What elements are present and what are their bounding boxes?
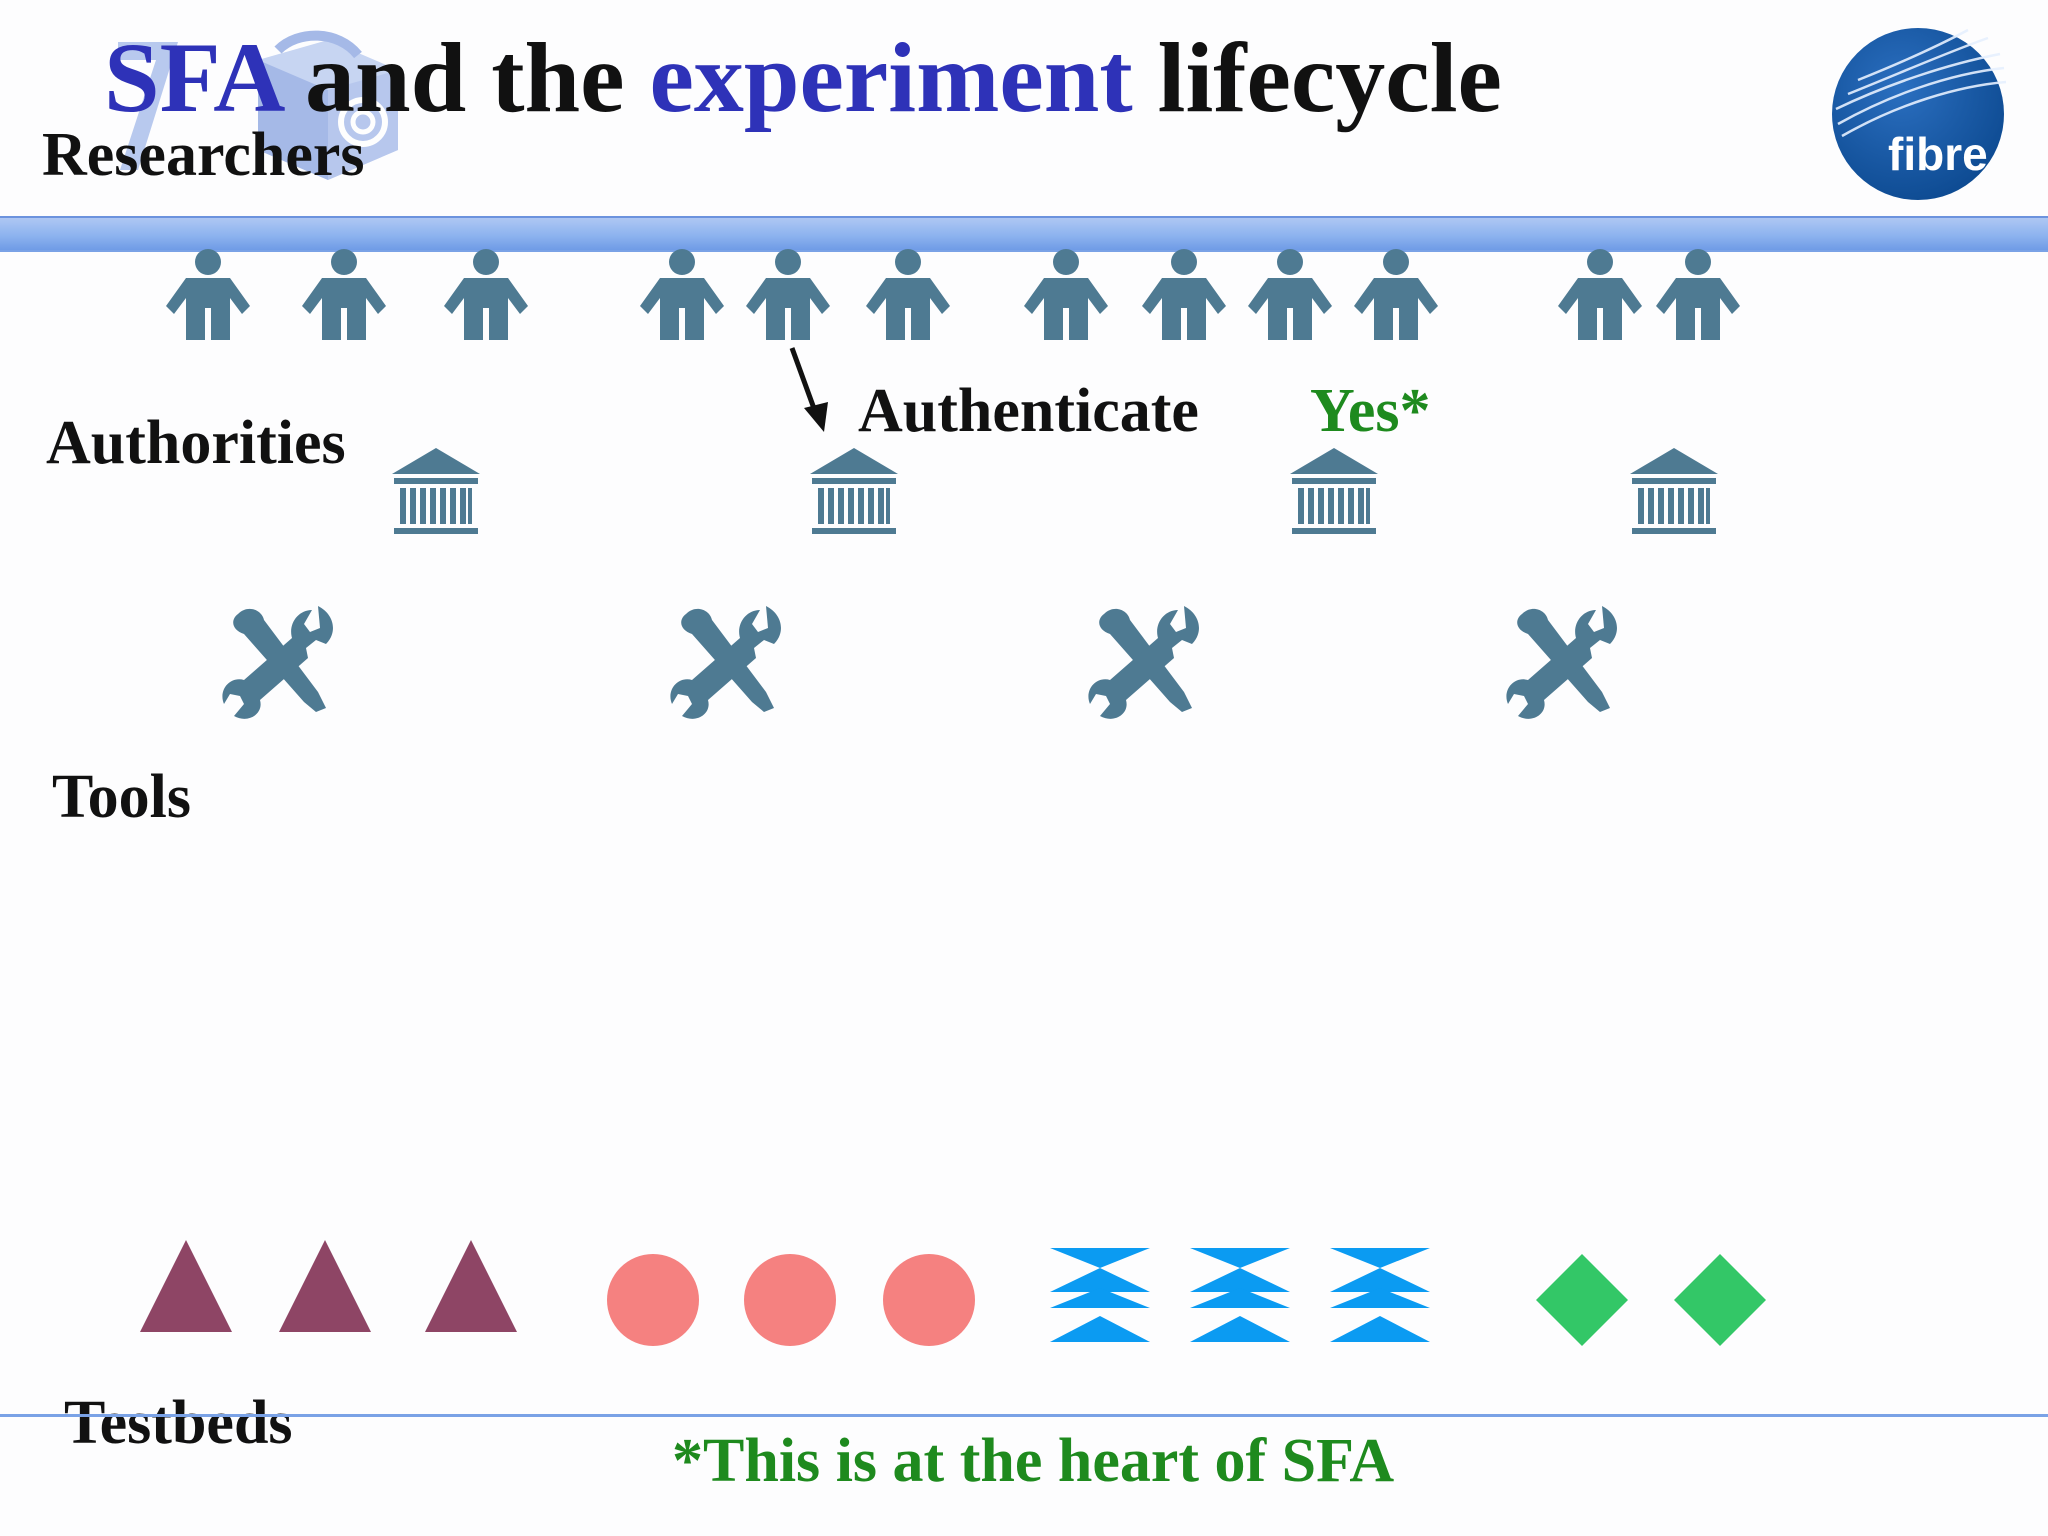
row-label-researchers: Researchers xyxy=(42,121,365,189)
bank-icon xyxy=(1630,448,1718,534)
person-icon xyxy=(746,249,830,340)
row-label-testbeds: Testbeds xyxy=(64,1389,293,1457)
bowtie-icon xyxy=(1190,1248,1290,1342)
person-icon xyxy=(166,249,250,340)
person-icon xyxy=(1142,249,1226,340)
person-icon xyxy=(1248,249,1332,340)
person-icon xyxy=(1656,249,1740,340)
authenticate-arrow-icon xyxy=(789,347,828,432)
person-icon xyxy=(640,249,724,340)
footer-line xyxy=(0,1414,2048,1417)
authenticate-label: Authenticate xyxy=(858,377,1199,445)
bank-icon xyxy=(810,448,898,534)
bowtie-icon xyxy=(1330,1248,1430,1342)
wrench-screwdriver-icon xyxy=(670,606,781,719)
wrench-screwdriver-icon xyxy=(1088,606,1199,719)
person-icon xyxy=(1558,249,1642,340)
wrench-screwdriver-icon xyxy=(1506,606,1617,719)
tools-row xyxy=(222,606,1617,719)
person-icon xyxy=(1354,249,1438,340)
triangle-icon xyxy=(279,1240,371,1332)
diamond-icon xyxy=(1536,1254,1628,1346)
header-bar xyxy=(0,216,2048,252)
circle-icon xyxy=(883,1254,975,1346)
wrench-screwdriver-icon xyxy=(222,606,333,719)
triangle-icon xyxy=(425,1240,517,1332)
bank-icon xyxy=(1290,448,1378,534)
researchers-row xyxy=(166,249,1740,340)
testbeds-row xyxy=(140,1240,1766,1346)
footnote: *This is at the heart of SFA xyxy=(672,1427,1395,1495)
authenticate-result: Yes* xyxy=(1310,377,1431,445)
row-label-tools: Tools xyxy=(52,763,192,831)
circle-icon xyxy=(607,1254,699,1346)
person-icon xyxy=(1024,249,1108,340)
title-sfa: SFA xyxy=(104,22,280,133)
diamond-icon xyxy=(1674,1254,1766,1346)
bowtie-icon xyxy=(1050,1248,1150,1342)
project-logo-icon xyxy=(118,30,398,180)
fibre-logo: fibre xyxy=(1832,28,2007,200)
fibre-logo-text: fibre xyxy=(1888,128,1988,180)
title-experiment: experiment xyxy=(649,22,1133,133)
row-label-authorities: Authorities xyxy=(46,409,346,477)
page-title: SFA and the experiment lifecycle xyxy=(104,28,1502,128)
circle-icon xyxy=(744,1254,836,1346)
bank-icon xyxy=(392,448,480,534)
person-icon xyxy=(444,249,528,340)
title-and-the: and the xyxy=(279,22,650,133)
person-icon xyxy=(302,249,386,340)
person-icon xyxy=(866,249,950,340)
authorities-row xyxy=(392,448,1718,534)
triangle-icon xyxy=(140,1240,232,1332)
title-lifecycle: lifecycle xyxy=(1132,22,1502,133)
